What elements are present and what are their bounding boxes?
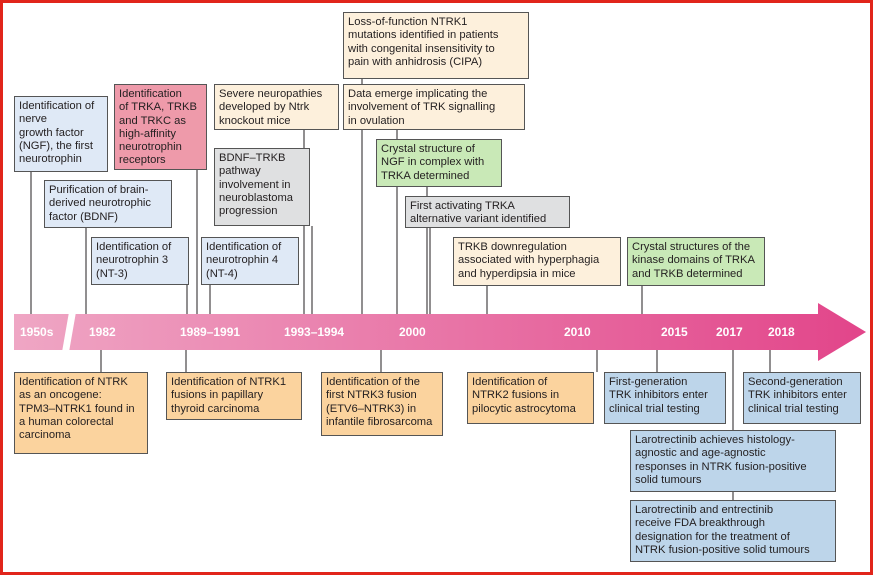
event-fda-breakthrough: Larotrectinib and entrectinib receive FD… xyxy=(630,500,836,562)
event-second-gen-inhibitors: Second-generation TRK inhibitors enter c… xyxy=(743,372,861,424)
event-trkb-hyperphagia: TRKB downregulation associated with hype… xyxy=(453,237,621,286)
year-label: 1989–1991 xyxy=(180,325,241,339)
year-label: 2010 xyxy=(564,325,591,339)
event-cipa-mutations: Loss-of-function NTRK1 mutations identif… xyxy=(343,12,529,79)
event-first-gen-inhibitors: First-generation TRK inhibitors enter cl… xyxy=(604,372,726,424)
timeline-arrow xyxy=(14,303,866,361)
event-ngf-trka-crystal: Crystal structure of NGF in complex with… xyxy=(376,139,502,187)
event-ntrk2-astrocytoma: Identification of NTRK2 fusions in piloc… xyxy=(467,372,594,424)
event-ntrk3-fibrosarcoma: Identification of the first NTRK3 fusion… xyxy=(321,372,443,436)
event-bdnf-purification: Purification of brain- derived neurotrop… xyxy=(44,180,172,228)
year-label: 2017 xyxy=(716,325,743,339)
event-nt3-identification: Identification of neurotrophin 3 (NT-3) xyxy=(91,237,189,285)
event-ngf-identification: Identification of nerve growth factor (N… xyxy=(14,96,108,172)
year-label: 1982 xyxy=(89,325,116,339)
year-label: 2015 xyxy=(661,325,688,339)
event-ntrk1-thyroid: Identification of NTRK1 fusions in papil… xyxy=(166,372,302,420)
year-label: 2000 xyxy=(399,325,426,339)
event-nt4-identification: Identification of neurotrophin 4 (NT-4) xyxy=(201,237,299,285)
event-trk-ovulation: Data emerge implicating the involvement … xyxy=(343,84,525,130)
year-label: 1993–1994 xyxy=(284,325,345,339)
event-kinase-crystal: Crystal structures of the kinase domains… xyxy=(627,237,765,286)
event-trka-variant: First activating TRKA alternative varian… xyxy=(405,196,570,228)
year-label: 1950s xyxy=(20,325,54,339)
event-bdnf-trkb-neuroblastoma: BDNF–TRKB pathway involvement in neurobl… xyxy=(214,148,310,226)
event-trk-receptors: Identification of TRKA, TRKB and TRKC as… xyxy=(114,84,207,170)
year-label: 2018 xyxy=(768,325,795,339)
event-larotrectinib-responses: Larotrectinib achieves histology- agnost… xyxy=(630,430,836,492)
event-ntrk-knockout: Severe neuropathies developed by Ntrk kn… xyxy=(214,84,339,130)
event-ntrk-oncogene: Identification of NTRK as an oncogene: T… xyxy=(14,372,148,454)
timeline-break xyxy=(62,312,76,352)
